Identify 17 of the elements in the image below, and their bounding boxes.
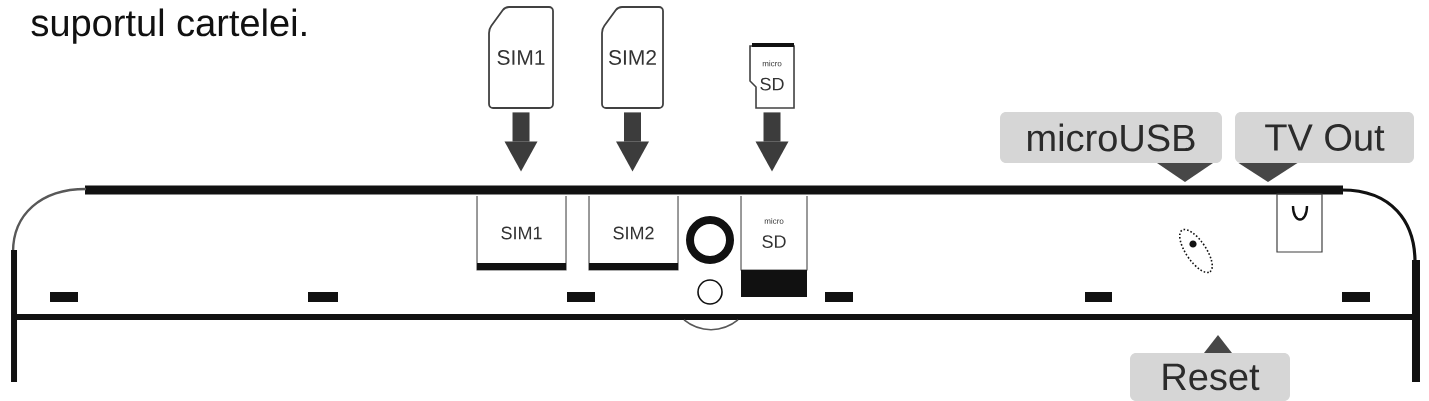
node-label: micro: [764, 218, 784, 224]
node-label: SIM2: [613, 226, 654, 240]
arrow: [755, 112, 789, 172]
arrow: [504, 112, 538, 172]
callout-label: Reset: [1130, 335, 1290, 401]
arrow: [616, 112, 649, 172]
card-slot: SIM1: [476, 195, 567, 271]
sim-card: SIM1: [488, 6, 554, 109]
caption-text: suportul cartelei.: [31, 8, 306, 44]
node-label: SD: [762, 235, 786, 248]
card-slot: micro SD: [740, 195, 808, 297]
node-label: SIM1: [501, 226, 542, 240]
memory-card: micro SD: [749, 43, 795, 109]
callout-label: TV Out: [1235, 112, 1414, 182]
sim-card: SIM2: [601, 6, 664, 109]
callout-label: microUSB: [1000, 112, 1222, 182]
card-slot: SIM2: [588, 195, 679, 271]
